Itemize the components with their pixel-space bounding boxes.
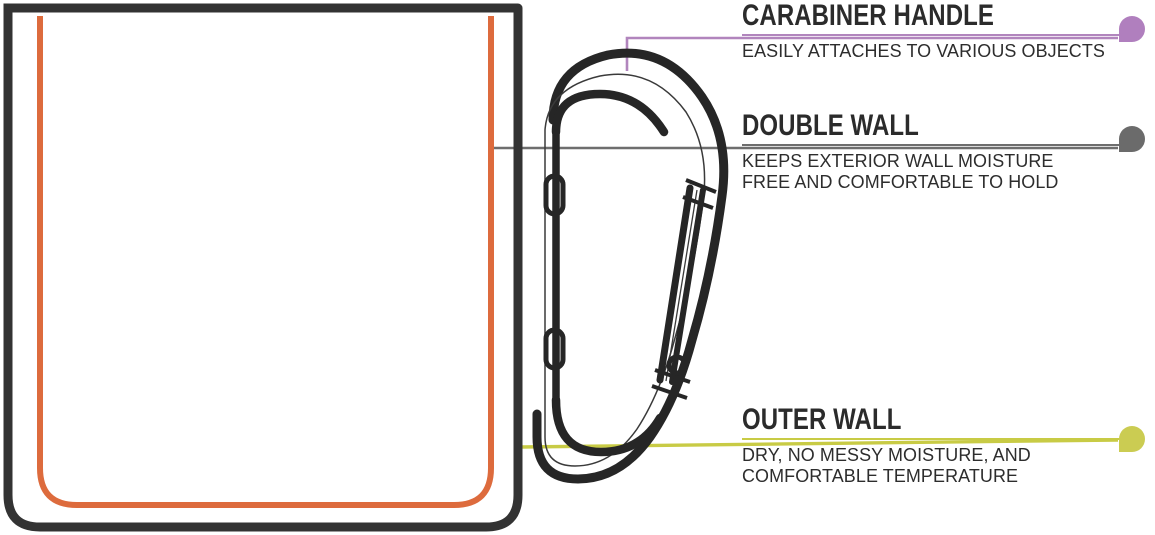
- callout-title: OUTER WALL: [742, 403, 902, 436]
- callout-rule: [742, 144, 1120, 146]
- carabiner-rivet: [666, 354, 688, 376]
- carabiner-spine-top-curve: [551, 89, 669, 137]
- callout-title: CARABINER HANDLE: [742, 0, 994, 32]
- callout-marker-dot-carabiner-handle: [1119, 16, 1145, 42]
- callout-title: DOUBLE WALL: [742, 109, 919, 142]
- carabiner-gate-bar: [656, 184, 694, 384]
- carabiner-gate-seam-bottom: [654, 368, 691, 384]
- leader-line-carabiner-handle: [625, 36, 1118, 71]
- carabiner-spine-slot-upper: [543, 173, 566, 217]
- tumbler-inner-line-left: [37, 16, 200, 508]
- tumbler-inner-line-right: [200, 16, 494, 508]
- callout-carabiner-handle: CARABINER HANDLE EASILY ATTACHES TO VARI…: [742, 0, 1120, 61]
- carabiner-spine-bottom-curve: [551, 395, 665, 457]
- carabiner-inner-contour: [544, 73, 706, 467]
- callout-description: KEEPS EXTERIOR WALL MOISTURE FREE AND CO…: [742, 150, 1059, 192]
- callout-description: DRY, NO MESSY MOISTURE, AND COMFORTABLE …: [742, 444, 1031, 486]
- callout-outer-wall: OUTER WALL DRY, NO MESSY MOISTURE, AND C…: [742, 404, 1120, 486]
- carabiner-gate-bar-hairline: [665, 189, 698, 382]
- callout-marker-dot-outer-wall: [1119, 426, 1145, 452]
- callout-rule: [742, 34, 1120, 36]
- callout-marker-dot-double-wall: [1119, 126, 1145, 152]
- carabiner-spine-slot-lower: [543, 327, 566, 371]
- tumbler-body: [3, 3, 523, 532]
- callout-rule: [742, 438, 1120, 440]
- callout-double-wall: DOUBLE WALL KEEPS EXTERIOR WALL MOISTURE…: [742, 110, 1120, 192]
- callout-description: EASILY ATTACHES TO VARIOUS OBJECTS: [742, 40, 1105, 61]
- carabiner-outer-frame: [532, 48, 729, 484]
- carabiner-gate-seam-top-2: [682, 195, 714, 210]
- tumbler-outline: [3, 3, 523, 532]
- carabiner-gate-seam-bottom-2: [651, 384, 688, 400]
- carabiner-clip: [532, 48, 729, 484]
- carabiner-gate-seam-top: [685, 178, 717, 194]
- carabiner-gate-bar-inner-edge: [669, 187, 706, 385]
